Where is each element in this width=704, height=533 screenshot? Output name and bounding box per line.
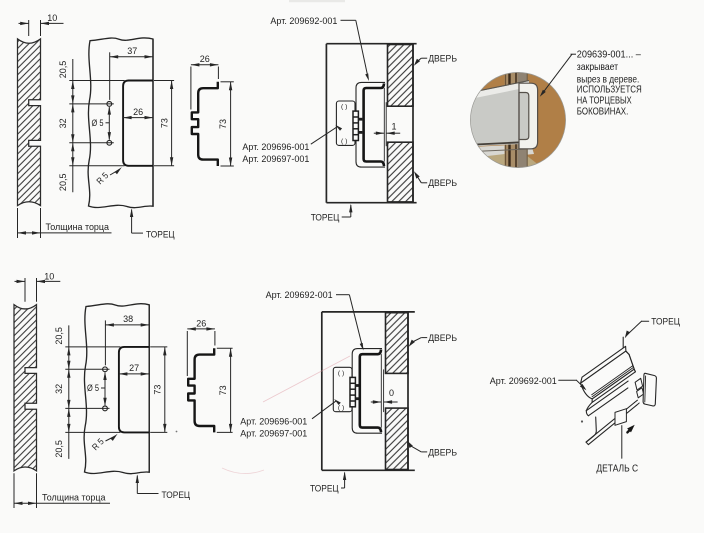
svg-text:38: 38 [123,314,133,324]
svg-text:10: 10 [44,271,54,281]
svg-text:Ø 5: Ø 5 [92,118,104,128]
svg-text:( ): ( ) [338,370,344,377]
svg-text:26: 26 [196,318,206,328]
svg-text:Арт. 209696-001: Арт. 209696-001 [242,142,309,153]
svg-text:ТОРЕЦ: ТОРЕЦ [651,317,680,328]
svg-text:Арт. 209697-001: Арт. 209697-001 [242,154,309,165]
svg-text:209639-001... –: 209639-001... – [577,49,641,60]
svg-text:26: 26 [133,107,143,117]
svg-text:закрывает: закрывает [577,62,619,73]
svg-text:ТОРЕЦ: ТОРЕЦ [146,230,175,241]
svg-text:Арт. 209697-001: Арт. 209697-001 [240,429,307,440]
svg-text:НА ТОРЦЕВЫХ: НА ТОРЦЕВЫХ [577,95,632,106]
svg-text:73: 73 [153,385,163,395]
svg-text:73: 73 [159,118,169,128]
svg-text:ДВЕРЬ: ДВЕРЬ [428,54,457,65]
svg-text:( ): ( ) [338,404,344,411]
svg-text:ДВЕРЬ: ДВЕРЬ [428,447,457,458]
svg-text:20,5: 20,5 [58,61,68,79]
svg-text:1: 1 [391,122,396,132]
svg-text:Толщина торца: Толщина торца [46,222,110,233]
svg-text:ТОРЕЦ: ТОРЕЦ [311,213,340,224]
svg-text:БОКОВИНАХ.: БОКОВИНАХ. [577,106,629,117]
svg-text:Арт. 209696-001: Арт. 209696-001 [240,416,307,427]
svg-text:Арт. 209692-001: Арт. 209692-001 [490,376,557,387]
svg-text:Ø 5: Ø 5 [87,383,99,393]
svg-text:Арт. 209692-001: Арт. 209692-001 [270,16,337,27]
svg-text:10: 10 [47,13,57,23]
svg-text:вырез в дереве.: вырез в дереве. [577,75,640,86]
svg-text:20,5: 20,5 [54,327,64,345]
svg-text:ИСПОЛЬЗУЕТСЯ: ИСПОЛЬЗУЕТСЯ [577,84,642,95]
svg-text:ДВЕРЬ: ДВЕРЬ [428,333,457,344]
svg-text:73: 73 [218,385,228,395]
svg-text:26: 26 [200,54,210,64]
svg-text:73: 73 [218,119,228,129]
svg-text:( ): ( ) [341,138,347,145]
svg-text:27: 27 [129,363,139,373]
svg-text:20,5: 20,5 [54,440,64,458]
svg-text:ДЕТАЛЬ С: ДЕТАЛЬ С [596,464,638,475]
svg-text:20,5: 20,5 [58,174,68,192]
svg-text:32: 32 [54,384,64,394]
svg-text:Арт. 209692-001: Арт. 209692-001 [266,290,333,301]
svg-text:ТОРЕЦ: ТОРЕЦ [310,484,339,495]
svg-text:Толщина торца: Толщина торца [42,492,106,503]
svg-text:ТОРЕЦ: ТОРЕЦ [162,490,191,501]
svg-text:( ): ( ) [341,104,347,111]
svg-text:0: 0 [389,388,394,398]
svg-text:37: 37 [127,46,137,56]
svg-text:32: 32 [58,118,68,128]
svg-text:ДВЕРЬ: ДВЕРЬ [428,178,457,189]
